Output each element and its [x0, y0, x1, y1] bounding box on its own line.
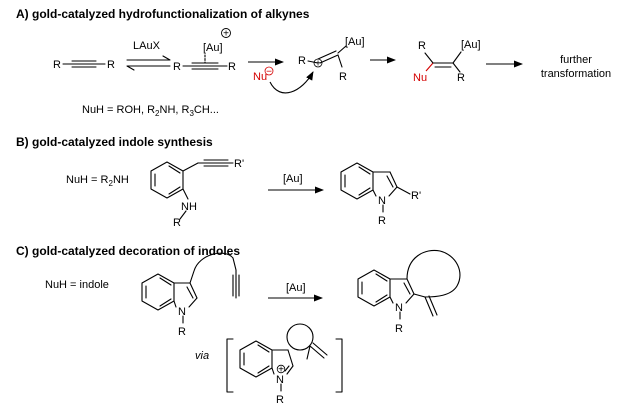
further-transformation-line1: further	[560, 54, 592, 66]
alkynylaniline-r: R	[173, 217, 181, 229]
section-b-catalyst: [Au]	[283, 173, 303, 185]
section-b-nuh-definition: NuH = R2NH	[66, 174, 129, 188]
product-bonds	[424, 51, 462, 73]
product-r-bottom: R	[457, 72, 465, 84]
iminium-charge-circle	[276, 364, 286, 374]
section-a-nuh-definition: NuH = ROH, R2NH, R3CH...	[82, 104, 219, 118]
annulated-indole-structure	[357, 249, 461, 320]
indole-r: R	[378, 215, 386, 227]
section-b-title: B) gold-catalyzed indole synthesis	[16, 135, 213, 149]
spiro-intermediate-structure	[239, 323, 328, 392]
cation-charge-sign: +	[223, 29, 229, 40]
indole-product-structure	[340, 162, 411, 213]
vinyl-cation-charge-sign: +	[315, 59, 321, 70]
reagent-lauх: LAuX	[133, 40, 161, 52]
intermediate-r: R	[298, 55, 306, 67]
section-b: B) gold-catalyzed indole synthesis NuH =…	[16, 135, 421, 229]
section-a: A) gold-catalyzed hydrofunctionalization…	[16, 7, 611, 118]
alkynylaniline-r-prime: R'	[234, 158, 244, 170]
product-r-top: R	[418, 40, 426, 52]
alkyne-r-right: R	[107, 59, 115, 71]
nucleophile-nu: Nu	[253, 71, 267, 83]
vinyl-cation-charge-circle	[313, 58, 323, 68]
nucleophile-charge-sign: −	[266, 67, 272, 78]
intermediate-r-bottom: R	[339, 71, 347, 83]
section-c: C) gold-catalyzed decoration of indoles …	[16, 244, 461, 406]
spiro-intermediate-n: N	[276, 374, 284, 386]
intermediate-au: [Au]	[345, 36, 365, 48]
via-label: via	[195, 350, 209, 362]
pi-complex-r-right: R	[228, 61, 236, 73]
tethered-indole-r: R	[178, 326, 186, 338]
nucleophile-charge-circle	[264, 66, 274, 76]
pi-complex-r-left: R	[173, 61, 181, 73]
alkyne-triple-bond	[62, 60, 106, 68]
annulated-indole-r: R	[395, 323, 403, 335]
pi-complex-au: [Au]	[203, 42, 223, 54]
annulated-indole-n: N	[395, 302, 403, 314]
section-c-nuh-definition: NuH = indole	[45, 279, 109, 291]
intermediate-bonds	[307, 45, 347, 68]
alkynylaniline-structure	[150, 159, 234, 220]
equilibrium-arrows	[126, 55, 171, 71]
tethered-indole-structure	[141, 252, 240, 324]
tethered-indole-n: N	[178, 306, 186, 318]
intermediate-brackets	[226, 338, 343, 393]
alkyne-r-left: R	[53, 59, 61, 71]
pi-complex-triple-bond	[182, 54, 228, 70]
further-transformation-line2: transformation	[541, 68, 611, 80]
alkynylaniline-nh: NH	[181, 201, 197, 213]
indole-r-prime: R'	[411, 190, 421, 202]
spiro-intermediate-r: R	[276, 394, 284, 406]
section-c-catalyst: [Au]	[286, 282, 306, 294]
section-c-title: C) gold-catalyzed decoration of indoles	[16, 244, 240, 258]
product-nu: Nu	[413, 72, 427, 84]
curved-attack-arrow	[269, 71, 314, 94]
section-a-title: A) gold-catalyzed hydrofunctionalization…	[16, 7, 310, 21]
cation-charge-circle	[221, 28, 231, 38]
indole-n: N	[378, 195, 386, 207]
iminium-charge-sign: +	[278, 365, 284, 376]
product-au: [Au]	[461, 39, 481, 51]
